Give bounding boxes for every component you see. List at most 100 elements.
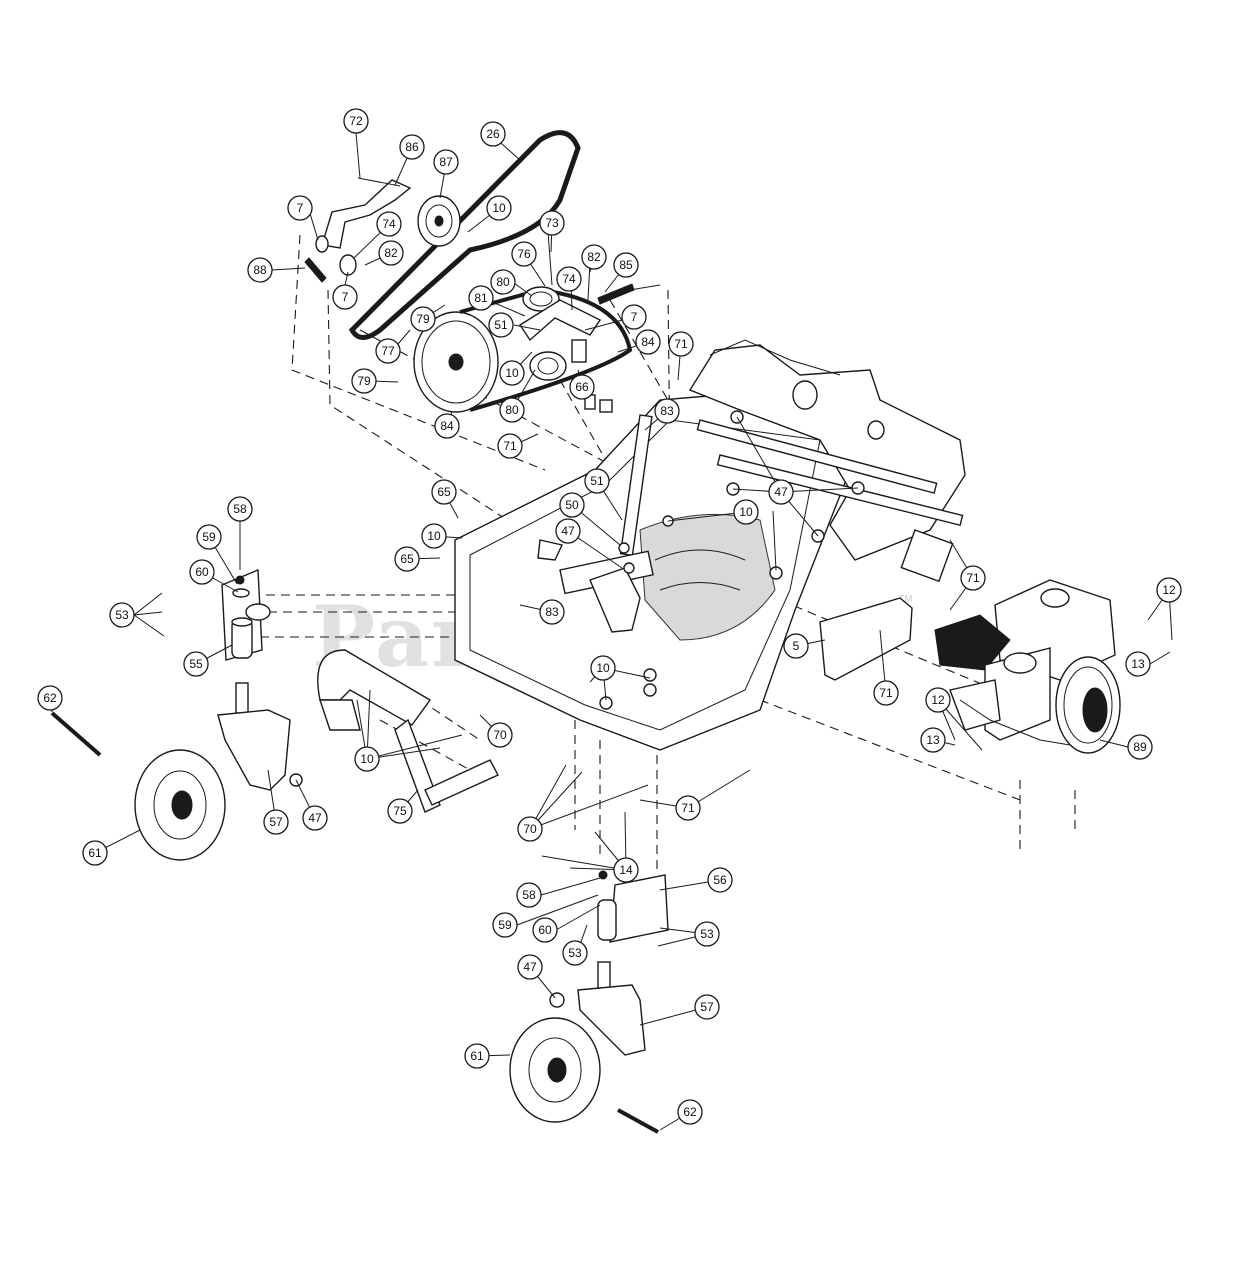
watermark-tm: TM	[898, 594, 912, 605]
svg-text:7: 7	[631, 310, 638, 324]
callout-51: 51	[488, 312, 514, 338]
svg-text:12: 12	[1162, 583, 1176, 597]
svg-text:10: 10	[427, 529, 441, 543]
callout-80: 80	[490, 269, 516, 295]
callout-59: 59	[196, 524, 222, 550]
svg-text:70: 70	[493, 728, 507, 742]
pulley-80-lower	[529, 351, 567, 381]
svg-text:75: 75	[393, 804, 407, 818]
svg-text:56: 56	[713, 873, 727, 887]
callout-82: 82	[378, 240, 404, 266]
svg-text:71: 71	[674, 337, 688, 351]
svg-text:77: 77	[381, 344, 395, 358]
callout-10: 10	[590, 655, 616, 681]
callout-13: 13	[920, 727, 946, 753]
callout-84: 84	[434, 413, 460, 439]
svg-text:74: 74	[382, 217, 396, 231]
callout-80: 80	[499, 397, 525, 423]
svg-text:47: 47	[523, 960, 537, 974]
svg-text:65: 65	[437, 485, 451, 499]
callout-70: 70	[517, 816, 543, 842]
svg-text:13: 13	[926, 733, 940, 747]
svg-text:59: 59	[202, 530, 216, 544]
callout-89: 89	[1127, 734, 1153, 760]
engine-bracket	[819, 597, 913, 681]
svg-text:57: 57	[700, 1000, 714, 1014]
handle-75	[317, 649, 499, 813]
svg-text:80: 80	[496, 275, 510, 289]
svg-text:73: 73	[545, 216, 559, 230]
callout-59: 59	[492, 912, 518, 938]
callout-71: 71	[668, 331, 694, 357]
callout-62: 62	[677, 1099, 703, 1125]
callout-74: 74	[556, 266, 582, 292]
svg-text:10: 10	[739, 505, 753, 519]
svg-text:72: 72	[349, 114, 363, 128]
svg-text:50: 50	[565, 498, 579, 512]
svg-text:53: 53	[568, 946, 582, 960]
svg-text:53: 53	[115, 608, 129, 622]
drive-belt-assembly	[304, 130, 661, 413]
callout-10: 10	[421, 523, 447, 549]
svg-text:10: 10	[492, 201, 506, 215]
callout-7: 7	[287, 195, 313, 221]
callout-71: 71	[873, 680, 899, 706]
callout-61: 61	[464, 1043, 490, 1069]
svg-text:62: 62	[683, 1105, 697, 1119]
callout-72: 72	[343, 108, 369, 134]
callout-26: 26	[480, 121, 506, 147]
left-caster-assembly	[50, 568, 303, 861]
callout-62: 62	[37, 685, 63, 711]
svg-text:60: 60	[538, 923, 552, 937]
callout-71: 71	[675, 795, 701, 821]
callout-71: 71	[960, 565, 986, 591]
engine-89	[934, 579, 1121, 754]
svg-text:70: 70	[523, 822, 537, 836]
callout-66: 66	[569, 374, 595, 400]
callout-55: 55	[183, 651, 209, 677]
svg-text:10: 10	[596, 661, 610, 675]
callout-84: 84	[635, 329, 661, 355]
pulley-80-upper	[522, 286, 560, 312]
svg-text:10: 10	[360, 752, 374, 766]
svg-text:10: 10	[505, 366, 519, 380]
callout-53: 53	[109, 602, 135, 628]
svg-text:84: 84	[641, 335, 655, 349]
callout-14: 14	[613, 857, 639, 883]
svg-text:51: 51	[494, 318, 508, 332]
callout-50: 50	[559, 492, 585, 518]
svg-text:60: 60	[195, 565, 209, 579]
callout-77: 77	[375, 338, 401, 364]
svg-text:82: 82	[384, 246, 398, 260]
callout-7: 7	[621, 304, 647, 330]
svg-text:51: 51	[590, 474, 604, 488]
callout-47: 47	[302, 805, 328, 831]
svg-text:71: 71	[879, 686, 893, 700]
svg-text:79: 79	[357, 374, 371, 388]
svg-text:58: 58	[233, 502, 247, 516]
svg-text:71: 71	[966, 571, 980, 585]
svg-text:61: 61	[470, 1049, 484, 1063]
callout-75: 75	[387, 798, 413, 824]
svg-text:12: 12	[931, 693, 945, 707]
svg-text:89: 89	[1133, 740, 1147, 754]
callout-79: 79	[410, 306, 436, 332]
callout-56: 56	[707, 867, 733, 893]
callout-71: 71	[497, 433, 523, 459]
svg-text:26: 26	[486, 127, 500, 141]
callout-13: 13	[1125, 651, 1151, 677]
svg-text:65: 65	[400, 552, 414, 566]
svg-text:86: 86	[405, 140, 419, 154]
svg-text:71: 71	[503, 439, 517, 453]
callout-70: 70	[487, 722, 513, 748]
callout-74: 74	[376, 211, 402, 237]
svg-text:47: 47	[774, 485, 788, 499]
svg-text:74: 74	[562, 272, 576, 286]
callout-61: 61	[82, 840, 108, 866]
svg-text:61: 61	[88, 846, 102, 860]
svg-text:14: 14	[619, 863, 633, 877]
callout-60: 60	[532, 917, 558, 943]
svg-text:66: 66	[575, 380, 589, 394]
svg-text:47: 47	[308, 811, 322, 825]
callout-58: 58	[227, 496, 253, 522]
